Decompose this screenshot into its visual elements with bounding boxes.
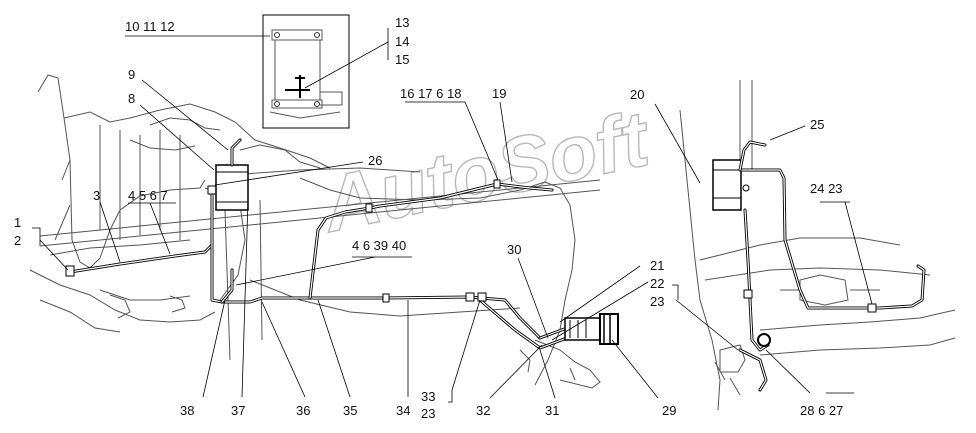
callout-16-17-6-18: 16 17 6 18	[400, 86, 461, 101]
callout-31: 31	[545, 403, 559, 418]
callout-22: 22	[650, 276, 664, 291]
callout-26: 26	[368, 153, 382, 168]
callout-37: 37	[231, 403, 245, 418]
callout-35: 35	[343, 403, 357, 418]
callout-3: 3	[93, 188, 100, 203]
callout-38: 38	[180, 403, 194, 418]
callout-34: 34	[396, 403, 410, 418]
callout-15: 15	[395, 52, 409, 67]
callout-29: 29	[662, 403, 676, 418]
callout-25: 25	[810, 117, 824, 132]
fuel-filter-right	[712, 159, 750, 211]
callout-30: 30	[507, 242, 521, 257]
callout-labels: 1 2 3 4 5 6 7 8 9 10 11 12 13 14 15 16 1…	[14, 15, 843, 421]
callout-4-6-39-40: 4 6 39 40	[352, 238, 406, 253]
watermark: AutoSoft	[313, 93, 658, 249]
callout-20: 20	[630, 87, 644, 102]
fuel-line-right	[738, 140, 926, 392]
fuel-line-left	[65, 179, 602, 350]
callout-23-b: 23	[421, 406, 435, 421]
connector-29	[564, 313, 619, 345]
leader-lines	[32, 28, 873, 403]
fuel-filter-left	[215, 138, 249, 211]
callout-24-23: 24 23	[810, 181, 843, 196]
callout-33: 33	[421, 389, 435, 404]
callout-36: 36	[296, 403, 310, 418]
callout-21: 21	[650, 258, 664, 273]
callout-2: 2	[14, 233, 21, 248]
callout-23-a: 23	[650, 294, 664, 309]
callout-1: 1	[14, 215, 21, 230]
callout-32: 32	[476, 403, 490, 418]
callout-14: 14	[395, 34, 409, 49]
callout-28-6-27: 28 6 27	[800, 403, 843, 418]
callout-13: 13	[395, 15, 409, 30]
callout-19: 19	[492, 86, 506, 101]
filter-detail-inset	[262, 14, 350, 129]
callout-4-5-6-7: 4 5 6 7	[128, 188, 168, 203]
callout-9: 9	[128, 67, 135, 82]
callout-8: 8	[128, 91, 135, 106]
callout-10-11-12: 10 11 12	[125, 19, 175, 34]
right-chassis-outline	[679, 80, 956, 411]
